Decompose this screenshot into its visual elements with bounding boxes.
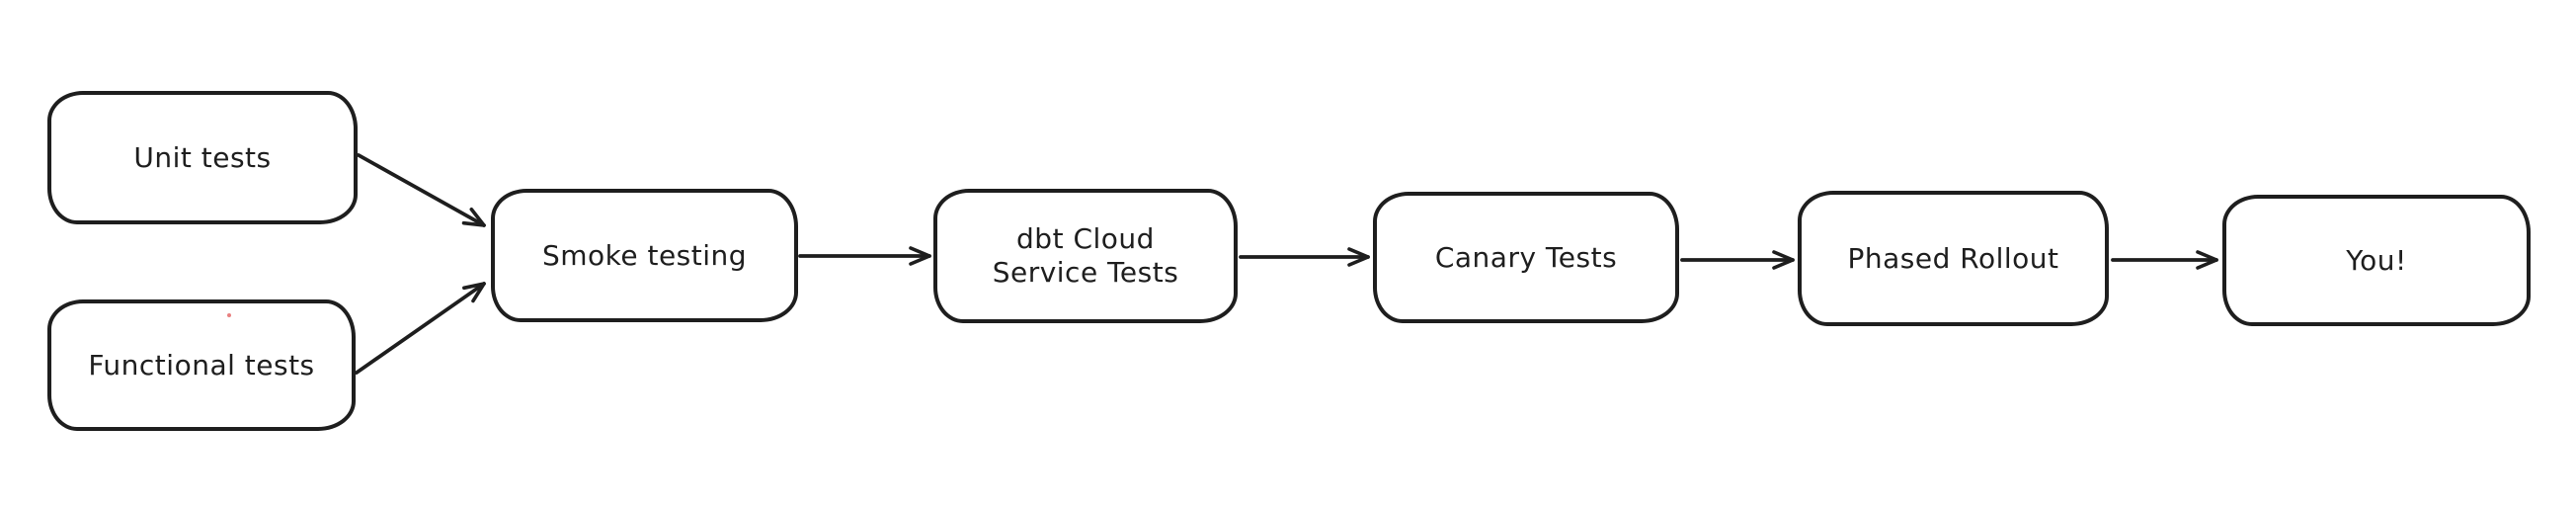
node-label-unit-tests: Unit tests [133,140,272,174]
node-functional-tests: Functional tests [47,299,356,431]
node-label-functional-tests: Functional tests [88,348,315,382]
node-label-dbt-cloud-service-tests: dbt Cloud Service Tests [992,222,1179,289]
node-smoke-testing: Smoke testing [491,189,798,322]
node-dbt-cloud-service-tests: dbt Cloud Service Tests [933,189,1238,323]
node-label-smoke-testing: Smoke testing [541,238,748,272]
node-unit-tests: Unit tests [47,91,358,224]
node-phased-rollout: Phased Rollout [1798,191,2109,326]
arrow-functional-tests-to-smoke-testing [355,282,486,375]
node-label-you: You! [2346,243,2407,277]
node-you: You! [2222,195,2531,326]
node-label-phased-rollout: Phased Rollout [1847,241,2059,275]
red-dot-artifact [227,313,231,317]
node-label-canary-tests: Canary Tests [1434,240,1618,274]
arrow-unit-tests-to-smoke-testing [357,153,486,227]
node-canary-tests: Canary Tests [1373,192,1679,323]
